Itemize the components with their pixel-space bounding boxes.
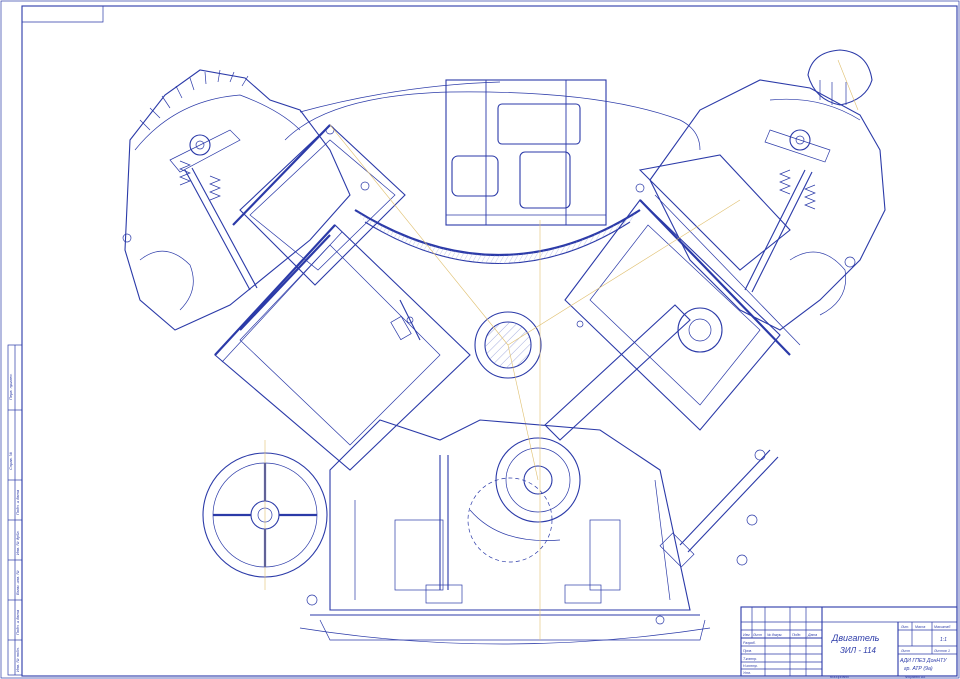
tb-lit: Лит. bbox=[900, 625, 909, 629]
side-stamp-label-4: Взам. инв. № bbox=[15, 570, 20, 595]
crankcase-lower bbox=[299, 419, 711, 645]
title-block: Изм Лист № докум. Подп. Дата Разраб. Про… bbox=[740, 606, 958, 679]
side-stamp-label-3: Инв. № дубл. bbox=[15, 530, 20, 555]
intake-manifold bbox=[445, 79, 607, 226]
side-stamp: Перв. примен. Справ. № Подп. и дата Инв.… bbox=[7, 344, 23, 676]
tb-sheet: Лист bbox=[900, 649, 910, 653]
left-cylinder bbox=[214, 124, 471, 471]
tb-col-list: Лист bbox=[752, 633, 762, 637]
side-stamp-label-1: Справ. № bbox=[8, 451, 13, 470]
tb-format: Формат А1 bbox=[905, 675, 926, 679]
tb-copied: Копировал bbox=[830, 675, 850, 679]
bolts bbox=[122, 125, 856, 625]
tb-role-4: Утв. bbox=[743, 671, 751, 675]
right-cylinder-head bbox=[649, 49, 886, 331]
tb-col-izm: Изм bbox=[743, 633, 750, 637]
tb-scale-value: 1:1 bbox=[940, 637, 947, 643]
right-cylinder bbox=[544, 154, 801, 441]
engine-block bbox=[122, 49, 886, 645]
crankshaft bbox=[467, 311, 581, 563]
tb-sheets: Листов bbox=[933, 649, 947, 653]
construction-lines bbox=[264, 59, 859, 640]
drawing-subtitle: ЗИЛ - 114 bbox=[840, 646, 877, 655]
tb-scale: Масштаб bbox=[934, 625, 951, 629]
drawing-title: Двигатель bbox=[831, 633, 880, 643]
tb-role-2: Т.контр. bbox=[743, 657, 757, 661]
side-stamp-label-6: Инв. № подл. bbox=[15, 647, 20, 672]
tb-role-3: Н.контр. bbox=[743, 664, 758, 668]
tb-role-0: Разраб. bbox=[743, 641, 756, 645]
tb-col-date: Дата bbox=[807, 633, 817, 637]
side-stamp-label-5: Подп. и дата bbox=[15, 609, 20, 635]
side-stamp-label-2: Подп. и дата bbox=[15, 489, 20, 515]
tb-org-line1: АДИ ГПЕЗ ДонНТУ bbox=[899, 658, 947, 664]
tb-role-1: Пров. bbox=[743, 649, 752, 653]
tb-sheets-value: 1 bbox=[948, 649, 950, 653]
tb-mass: Масса bbox=[915, 625, 925, 629]
left-cylinder-head bbox=[124, 69, 351, 331]
tb-col-sign: Подп. bbox=[792, 633, 801, 637]
dipstick-tube bbox=[659, 449, 779, 568]
tb-org-line2: гр. АТР (9а) bbox=[904, 666, 933, 672]
tb-col-doc: № докум. bbox=[767, 633, 782, 637]
side-stamp-label-0: Перв. примен. bbox=[8, 373, 13, 400]
